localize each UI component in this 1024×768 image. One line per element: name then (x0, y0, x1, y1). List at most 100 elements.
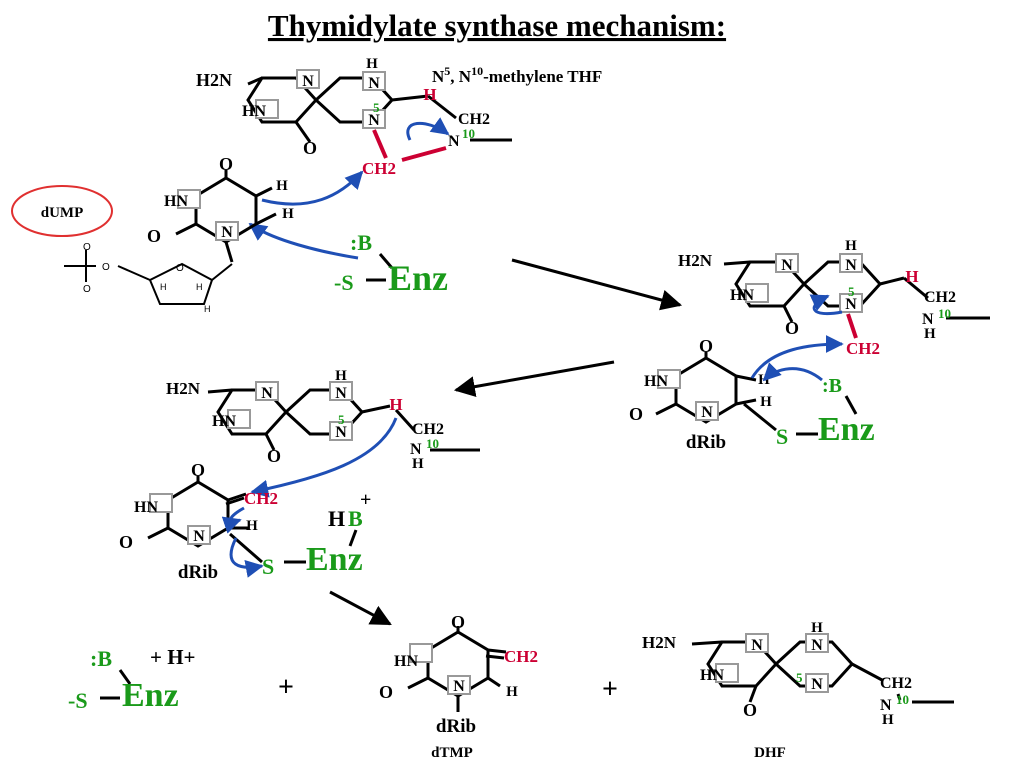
enzyme-thiol: S (262, 554, 274, 579)
atom-hn: HN (164, 193, 188, 210)
bond-n5-ch2 (372, 129, 388, 159)
page-title: Thymidylate synthase mechanism: (268, 8, 726, 43)
ring-n-box (805, 673, 829, 693)
bond-ch2-n10 (401, 146, 447, 162)
arrow-electron-push (406, 117, 450, 141)
atom-hn: HN (644, 373, 668, 390)
atom-o: O (699, 336, 713, 356)
enzyme-base: :B (822, 375, 842, 397)
atom-h: H (506, 684, 518, 700)
protonated-base-h: H (328, 506, 345, 531)
atom-o: O (303, 138, 317, 158)
ribose-phosphate (64, 250, 233, 305)
n10-locant: 10 (938, 306, 951, 321)
n10-locant: 10 (426, 436, 439, 451)
ring-n-box (215, 221, 239, 241)
atom-n: N (845, 296, 857, 313)
atom-n: N (368, 112, 380, 129)
atom-o: O (267, 446, 281, 466)
ring-n-box (745, 633, 769, 653)
dtmp-structure (407, 626, 507, 698)
enzyme-base: :B (90, 646, 112, 671)
drib-label: dRib (178, 562, 218, 583)
drib-label: dRib (686, 432, 726, 453)
thf-cofactor-middle (207, 388, 480, 452)
atom-ch2: CH2 (412, 421, 444, 438)
ring-n-box (329, 421, 353, 441)
atom-n: N (448, 133, 460, 150)
n5-locant: 5 (848, 284, 855, 299)
n10-locant: 10 (462, 126, 475, 141)
atom-n: N (751, 637, 763, 654)
bond-base-enz (118, 669, 132, 685)
ring-n-box (447, 675, 471, 695)
ring-n-box (409, 643, 433, 663)
product-dtmp-label: dTMP (431, 745, 473, 761)
protonated-base-b: B (348, 506, 363, 531)
ring-n-box (839, 253, 863, 273)
atom-h: H (882, 712, 894, 728)
atom-n: N (368, 75, 380, 92)
ring-n-box (775, 253, 799, 273)
atom-n: N (302, 73, 314, 90)
ring-n-box (745, 283, 769, 303)
dump-highlight (11, 185, 113, 237)
atom-o: O (743, 700, 757, 720)
enzyme-thiol: S (776, 424, 788, 449)
atom-n: N (221, 224, 233, 241)
ring-n-box (296, 69, 320, 89)
reaction-arrow (329, 590, 392, 626)
dump-uracil (175, 170, 277, 263)
cofactor-label: N5, N10-methylene THF (432, 64, 602, 86)
arrow-electron-push (229, 537, 264, 578)
atom-n: N (845, 257, 857, 274)
arrow-electron-push (762, 362, 823, 382)
ring-n-box (227, 409, 251, 429)
ring-n-box (177, 189, 201, 209)
enzyme-name: Enz (122, 677, 179, 714)
atom-n: N (193, 528, 205, 545)
atom-o: O (191, 460, 205, 480)
thf-cofactor-top (246, 76, 512, 143)
atom-o: O (451, 612, 465, 632)
atom-o: O (219, 154, 233, 174)
ring-n-box (657, 369, 681, 389)
atom-h-red: H (905, 267, 918, 286)
atom-hn: HN (700, 667, 724, 684)
arrow-electron-push (750, 335, 844, 379)
drib-label: dRib (436, 716, 476, 737)
atom-n: N (410, 441, 422, 458)
atom-ch2: CH2 (458, 111, 490, 128)
methylene-ch2: CH2 (244, 489, 278, 508)
methyl-ch2: CH2 (504, 647, 538, 666)
enzyme-name: Enz (306, 541, 363, 578)
atom-h2n: H2N (678, 251, 713, 270)
atom-h: H (811, 620, 823, 636)
atom-ch2: CH2 (880, 675, 912, 692)
enzyme-name: Enz (818, 411, 875, 448)
atom-h: H (282, 206, 294, 222)
ring-n-box (187, 525, 211, 545)
arrow-electron-push (221, 506, 245, 534)
atom-hn: HN (394, 653, 418, 670)
reaction-arrow (511, 258, 683, 311)
atom-n: N (701, 404, 713, 421)
atom-n: N (335, 385, 347, 402)
atom-h: H (276, 178, 288, 194)
n5-locant: 5 (796, 670, 803, 685)
atom-h2n: H2N (642, 633, 677, 652)
plus-charge: + (360, 489, 371, 511)
atom-o: O (119, 532, 133, 552)
atom-hn: HN (134, 499, 158, 516)
atom-o: O (785, 318, 799, 338)
methylene-ch2: CH2 (362, 159, 396, 178)
enzyme-name: Enz (388, 258, 448, 298)
methylene-ch2: CH2 (846, 339, 880, 358)
atom-h: H (845, 238, 857, 254)
bond-base-enz (348, 529, 358, 547)
ring-n-box (805, 633, 829, 653)
atom-n: N (781, 257, 793, 274)
atom-ch2: CH2 (924, 289, 956, 306)
ring-n-box (362, 71, 386, 91)
atom-o: O (83, 284, 91, 295)
